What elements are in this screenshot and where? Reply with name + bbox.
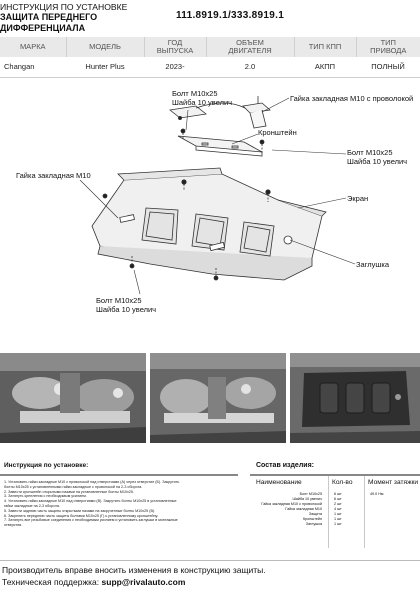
part-qty: 4 шт [334,507,342,511]
installation-instructions: Инструкция по установке: 1. Установить г… [0,446,238,552]
instruction-line: отверстия. [4,523,23,528]
part-name: Болт М10х25 [299,492,322,496]
part-qty: 2 шт [334,502,342,506]
spec-drive: ПОЛНЫЙ [356,57,420,78]
part-name: Гайка закладная М10 [285,507,322,511]
table-row: Кронштейн 1 шт [250,517,420,522]
label-bolt-top: Болт М10х25 [172,89,218,98]
support-email-link[interactable]: supp@rivalauto.com [101,577,186,587]
spec-engine: 2.0 [206,57,294,78]
spec-make: Changan [0,57,66,78]
table-row: Заглушка 1 шт [250,522,420,527]
column-divider [328,476,329,548]
document-header: ИНСТРУКЦИЯ ПО УСТАНОВКЕ ЗАЩИТА ПЕРЕДНЕГО… [0,0,420,36]
instruction-line: 2. Завести кронштейн открытыми пазами на… [4,489,134,494]
part-qty: 6 шт [334,497,342,501]
instruction-line: 4. Установить гайки закладные М10 над от… [4,499,177,504]
label-bolt-right: Болт М10х25 [347,148,393,157]
photo-step-2 [150,353,286,443]
part-torque: 49.0 Нм [370,492,384,496]
instruction-line: болты М10х25 с установленными гайки закл… [4,484,143,489]
part-name: Заглушка [305,522,322,526]
instruction-line: 1. Установить гайки закладные М10 с пров… [4,480,180,484]
instructions-list: 1. Установить гайки закладные М10 с пров… [4,480,236,528]
instruction-line: 7. Затянуть все резьбовые соединения с н… [4,518,178,523]
instruction-line: 6. Закрепить переднюю часть защиты болта… [4,513,159,518]
table-row: Шайба 10 увелич 6 шт [250,497,420,502]
embedded-nut-with-wire [169,102,271,129]
part-name: Защита [308,512,322,516]
bracket [177,135,263,157]
label-nut-with-wire: Гайка закладная М10 с проволокой [290,94,414,103]
support-label: Техническая поддержка: [2,577,100,587]
instructions-title: Инструкция по установке: [4,462,89,469]
header-line-2: ЗАЩИТА ПЕРЕДНЕГО [0,12,98,22]
label-bracket: Кронштейн [258,128,297,137]
table-row: Гайка закладная М10 4 шт [250,507,420,512]
composition-header-qty: Кол-во [332,479,353,486]
instructions-divider [0,474,238,476]
table-row: Болт М10х25 6 шт 49.0 Нм [250,492,420,497]
spec-header-gearbox: ТИП КПП [294,37,357,57]
exploded-assembly-diagram: Гайка закладная М10 с проволокой Кронште… [0,88,420,350]
instruction-line: 3. Затянуть крепления с необходимым усил… [4,494,87,499]
label-washer-bottom: Шайба 10 увелич [96,305,157,314]
label-screen: Экран [347,194,369,203]
composition-header-torque: Момент затяжки [368,479,419,486]
spec-gearbox: АКПП [294,57,356,78]
photo-installed-plate [290,353,420,443]
photo-step-1 [0,353,146,443]
table-row: Защита 1 шт [250,512,420,517]
table-row: Changan Hunter Plus 2023- 2.0 АКПП ПОЛНЫ… [0,57,420,78]
label-embedded-nut: Гайка закладная М10 [16,171,91,180]
document-footer: Производитель вправе вносить изменения в… [0,560,420,612]
article-number: 111.8919.1/333.8919.1 [176,10,285,21]
manufacturer-note: Производитель вправе вносить изменения в… [2,565,266,575]
label-washer-top: Шайба 10 увелич [172,98,233,107]
spec-model: Hunter Plus [66,57,144,78]
composition-header-name: Наименование [256,479,302,486]
support-line: Техническая поддержка: supp@rivalauto.co… [2,577,185,587]
skid-plate [91,167,327,281]
part-name: Гайка закладная М10 с проволокой [261,502,322,506]
instruction-line: 5. Завести заднюю часть защиты открытыми… [4,508,156,513]
label-washer-right: Шайба 10 увелич [347,157,408,166]
part-qty: 1 шт [334,517,342,521]
composition-title: Состав изделия: [256,462,314,469]
product-composition: Состав изделия: Наименование Кол-во Моме… [250,446,420,552]
part-qty: 6 шт [334,492,342,496]
assembly-drawing [79,96,356,295]
table-row: Гайка закладная М10 с проволокой 2 шт [250,502,420,507]
part-name: Кронштейн [302,517,322,521]
part-qty: 1 шт [334,522,342,526]
spec-header-make: МАРКА [0,37,67,57]
composition-divider [250,474,420,476]
column-divider [364,476,365,548]
spec-header-model: МОДЕЛЬ [66,37,145,57]
spec-year: 2023- [144,57,206,78]
header-line-1: ИНСТРУКЦИЯ ПО УСТАНОВКЕ [0,2,128,12]
part-name: Шайба 10 увелич [292,497,322,501]
label-bolt-bottom: Болт М10х25 [96,296,142,305]
installation-photos [0,353,420,443]
label-plug: Заглушка [356,260,390,269]
part-qty: 1 шт [334,512,342,516]
instruction-line: гайки закладные на 2-3 оборота. [4,503,61,508]
header-line-3: ДИФФЕРЕНЦИАЛА [0,23,86,33]
